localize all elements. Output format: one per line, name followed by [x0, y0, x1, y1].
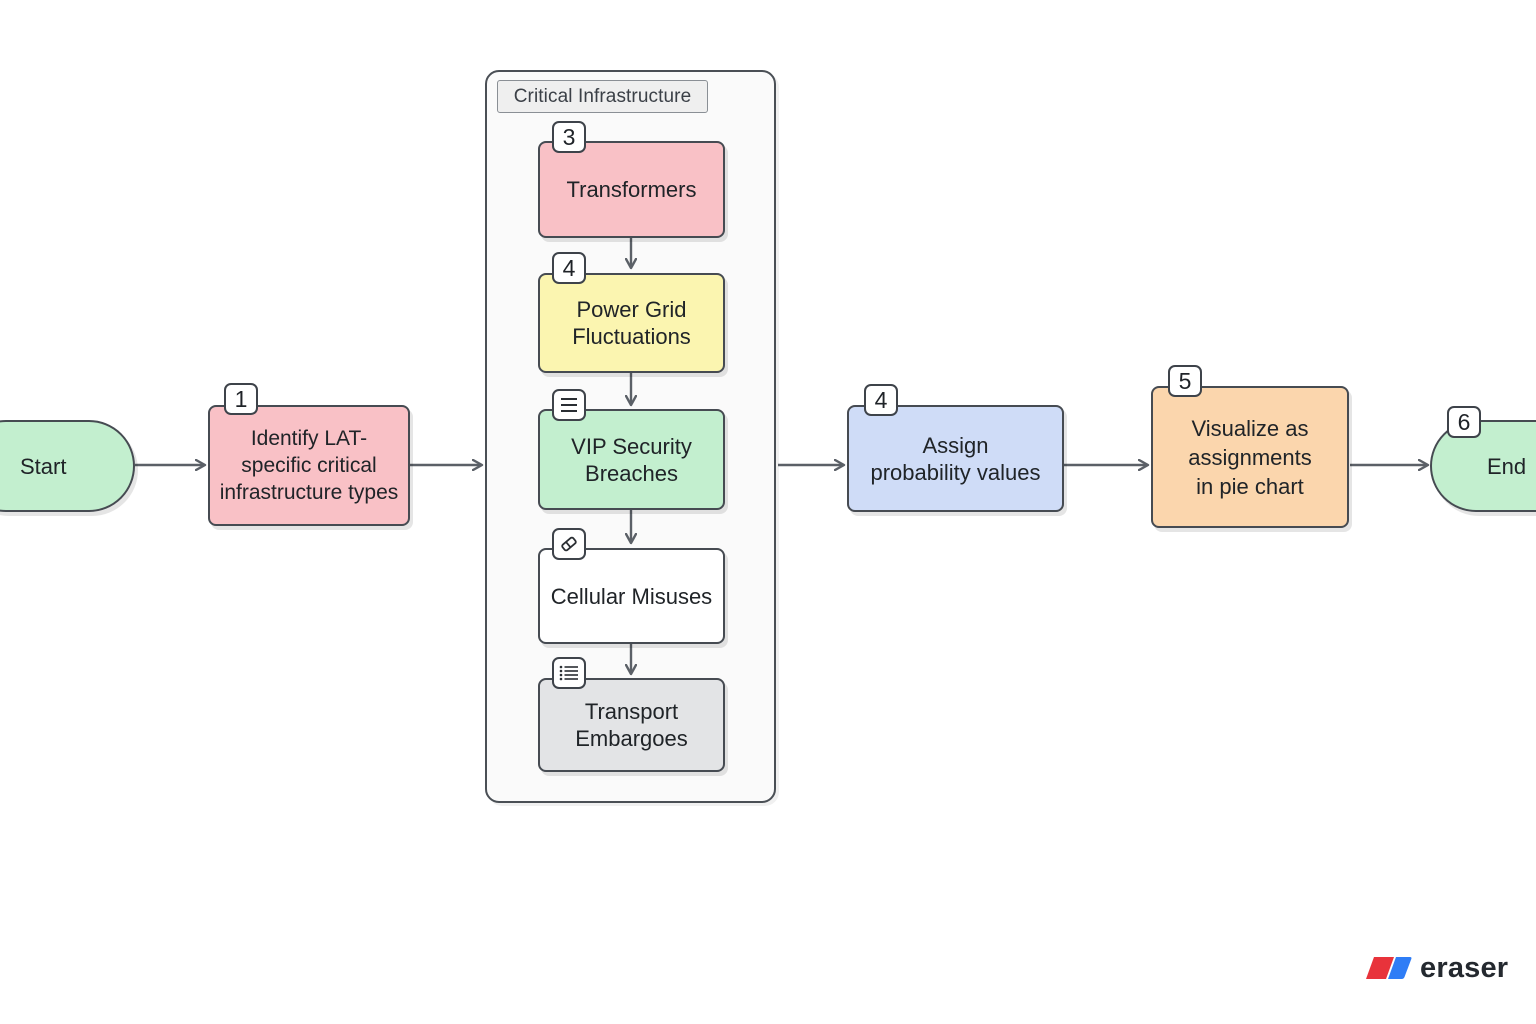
node-assign-label: Assign probability values	[870, 432, 1041, 485]
menu-lines-icon-svg	[561, 398, 577, 412]
node-visualize-label: Visualize as assignments in pie chart	[1188, 415, 1312, 499]
eraser-logo: eraser	[1366, 950, 1508, 986]
badge-end: 6	[1447, 406, 1481, 438]
node-transformers-label: Transformers	[566, 177, 697, 202]
menu-lines-icon	[552, 389, 586, 421]
badge-power-grid: 4	[552, 252, 586, 284]
node-transformers[interactable]: Transformers	[538, 141, 725, 238]
node-assign[interactable]: Assign probability values	[847, 405, 1064, 512]
eraser-logo-text: eraser	[1420, 951, 1509, 984]
eraser-tool-icon-svg	[561, 536, 577, 552]
node-identify[interactable]: Identify LAT- specific critical infrastr…	[208, 405, 410, 526]
node-vip-security-label: VIP Security Breaches	[571, 433, 692, 486]
eraser-logo-icon	[1366, 957, 1412, 979]
badge-assign: 4	[864, 384, 898, 416]
node-power-grid[interactable]: Power Grid Fluctuations	[538, 273, 725, 373]
node-transport[interactable]: Transport Embargoes	[538, 678, 725, 772]
node-power-grid-label: Power Grid Fluctuations	[572, 297, 691, 349]
node-cellular-label: Cellular Misuses	[550, 583, 713, 609]
badge-transformers: 3	[552, 121, 586, 153]
group-label: Critical Infrastructure	[497, 80, 708, 113]
badge-visualize: 5	[1168, 365, 1202, 397]
node-vip-security[interactable]: VIP Security Breaches	[538, 409, 725, 510]
node-cellular[interactable]: Cellular Misuses	[538, 548, 725, 644]
badge-identify: 1	[224, 383, 258, 415]
node-end-label: End	[1487, 453, 1527, 479]
node-end[interactable]: End	[1430, 420, 1536, 512]
list-icon	[552, 657, 586, 689]
node-identify-label: Identify LAT- specific critical infrastr…	[219, 427, 399, 504]
node-transport-label: Transport Embargoes	[575, 699, 688, 751]
list-icon-svg	[559, 665, 578, 681]
node-start[interactable]: Start	[0, 420, 135, 512]
node-visualize[interactable]: Visualize as assignments in pie chart	[1151, 386, 1349, 528]
node-start-label: Start	[20, 453, 67, 479]
eraser-tool-icon	[552, 528, 586, 560]
